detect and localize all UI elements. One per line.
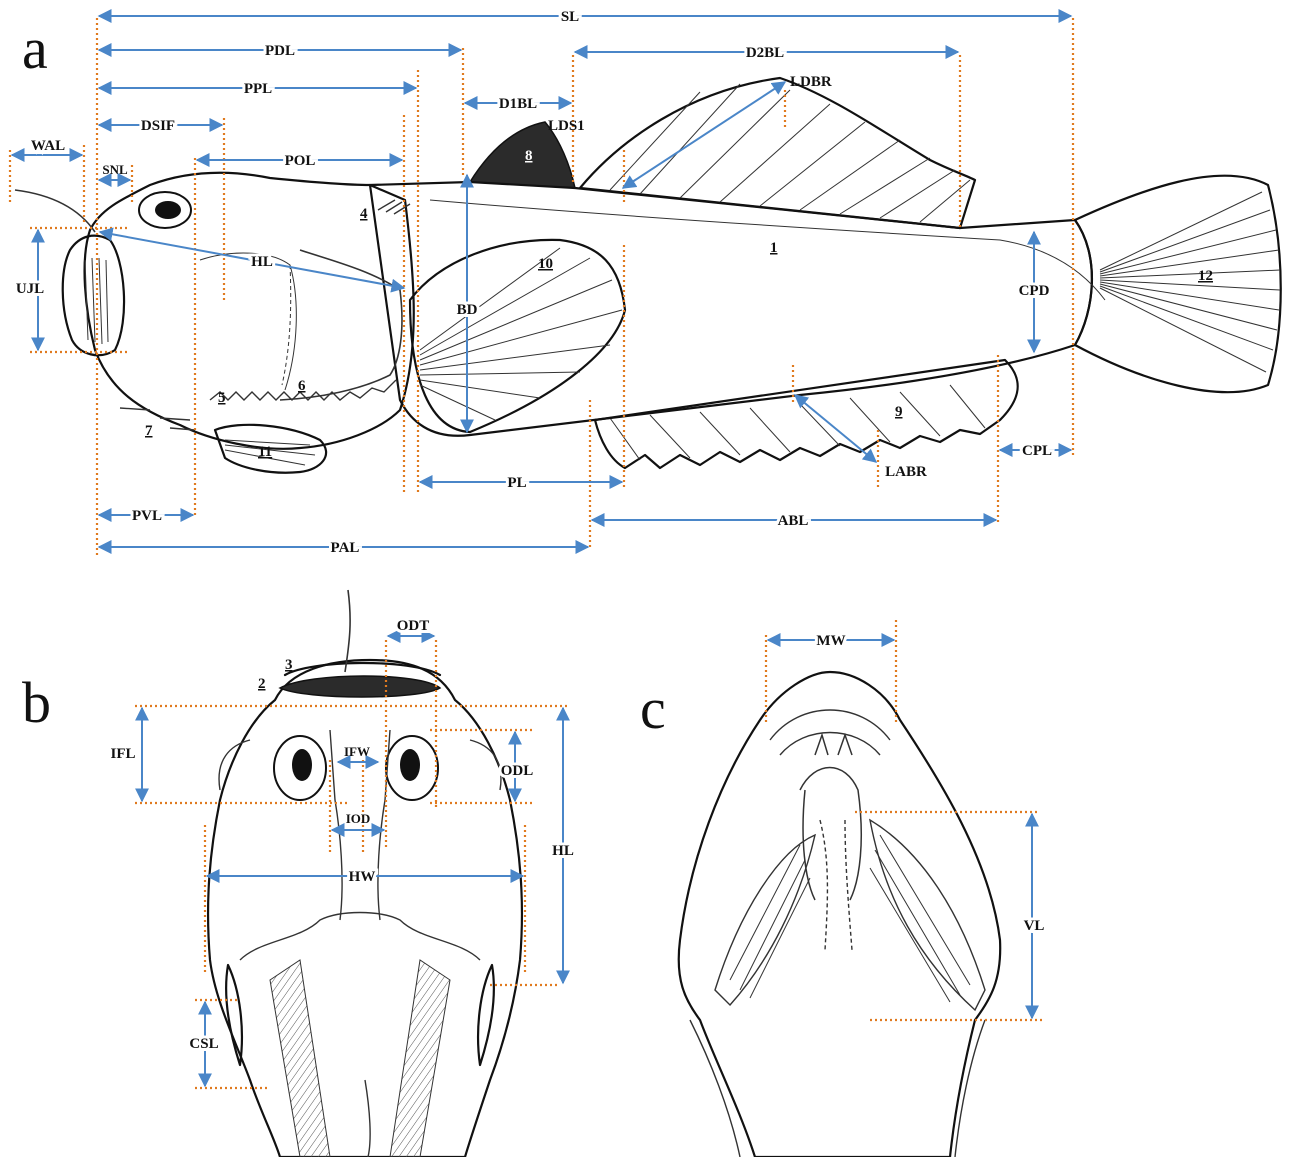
lower-jaw-arcs	[770, 710, 890, 755]
number-5: 5	[218, 390, 226, 406]
label-ifl: IFL	[110, 746, 135, 762]
right-pupil	[400, 749, 420, 781]
number-12: 12	[1198, 268, 1213, 284]
label-pdl: PDL	[265, 43, 295, 59]
label-vl: VL	[1024, 918, 1045, 934]
label-lds1: LDS1	[548, 118, 585, 134]
label-sl: SL	[561, 9, 579, 25]
pectoral-fin	[410, 240, 625, 432]
panel-letter-a: a	[22, 16, 48, 81]
label-pvl: PVL	[132, 508, 162, 524]
label-pol: POL	[285, 153, 316, 169]
lateral-line	[430, 200, 1105, 300]
measure-arrows-c	[768, 640, 1032, 1018]
preopercle	[200, 253, 296, 390]
number-7: 7	[145, 423, 153, 439]
label-hl-b: HL	[552, 843, 574, 859]
label-cpd: CPD	[1019, 283, 1050, 299]
panel-b: b	[22, 590, 574, 1157]
label-bd: BD	[457, 302, 478, 318]
guide-lines-c	[766, 620, 1045, 1020]
label-hw: HW	[349, 869, 376, 885]
number-11: 11	[258, 444, 272, 460]
gill-arch-dashed	[282, 265, 291, 385]
right-cleithral-spine	[478, 965, 494, 1065]
label-cpl: CPL	[1022, 443, 1052, 459]
label-csl: CSL	[189, 1036, 218, 1052]
second-dorsal-rays	[610, 84, 970, 222]
pupil	[155, 201, 181, 219]
number-4: 4	[360, 206, 368, 222]
pectoral-fin-rays	[420, 248, 622, 420]
label-snl: SNL	[102, 162, 128, 177]
label-ldbr: LDBR	[790, 74, 832, 90]
number-2: 2	[258, 676, 266, 692]
panel-c: c MW VL	[640, 620, 1045, 1157]
label-mw: MW	[816, 633, 845, 649]
head-ventral-view	[679, 672, 1001, 1157]
dorsal-spine-b	[365, 1080, 370, 1157]
ventral-body-lines	[690, 1020, 985, 1157]
label-pl: PL	[507, 475, 526, 491]
number-10: 10	[538, 256, 553, 272]
panel-a: a	[10, 9, 1281, 556]
number-1: 1	[770, 240, 778, 256]
jaw-teeth-lines	[85, 258, 108, 344]
label-d2bl: D2BL	[746, 45, 784, 61]
label-ifw: IFW	[344, 744, 370, 759]
label-dsif: DSIF	[141, 118, 175, 134]
label-hl-a: HL	[251, 254, 273, 270]
caudal-fin-rays	[1100, 192, 1280, 372]
upper-jaw-band	[280, 676, 440, 697]
label-odl: ODL	[501, 763, 534, 779]
fish-body	[370, 182, 1092, 436]
left-pupil	[292, 749, 312, 781]
left-hatched-area	[270, 960, 330, 1157]
snout-dorsal	[285, 663, 440, 675]
label-abl: ABL	[778, 513, 809, 529]
panel-letter-b: b	[22, 670, 51, 735]
label-pal: PAL	[331, 540, 360, 556]
label-iod: IOD	[346, 811, 371, 826]
left-cleithral-spine	[226, 965, 242, 1065]
barbel-dorsal	[345, 590, 350, 672]
label-odt: ODT	[397, 618, 430, 634]
guide-lines-b	[135, 640, 570, 1088]
second-dorsal-fin	[580, 78, 975, 228]
label-wal: WAL	[31, 138, 65, 154]
label-ppl: PPL	[244, 81, 272, 97]
vomer-dashed	[820, 820, 852, 950]
number-8: 8	[525, 148, 533, 164]
vomerine-teeth	[815, 735, 852, 755]
number-6: 6	[298, 378, 306, 394]
number-9: 9	[895, 404, 903, 420]
label-d1bl: D1BL	[499, 96, 537, 112]
anal-fin	[595, 360, 1018, 468]
number-3: 3	[285, 657, 293, 673]
label-labr: LABR	[885, 464, 927, 480]
right-hatched-area	[390, 960, 450, 1157]
panel-letter-c: c	[640, 676, 666, 741]
label-ujl: UJL	[16, 281, 44, 297]
nape-edge	[240, 913, 480, 961]
